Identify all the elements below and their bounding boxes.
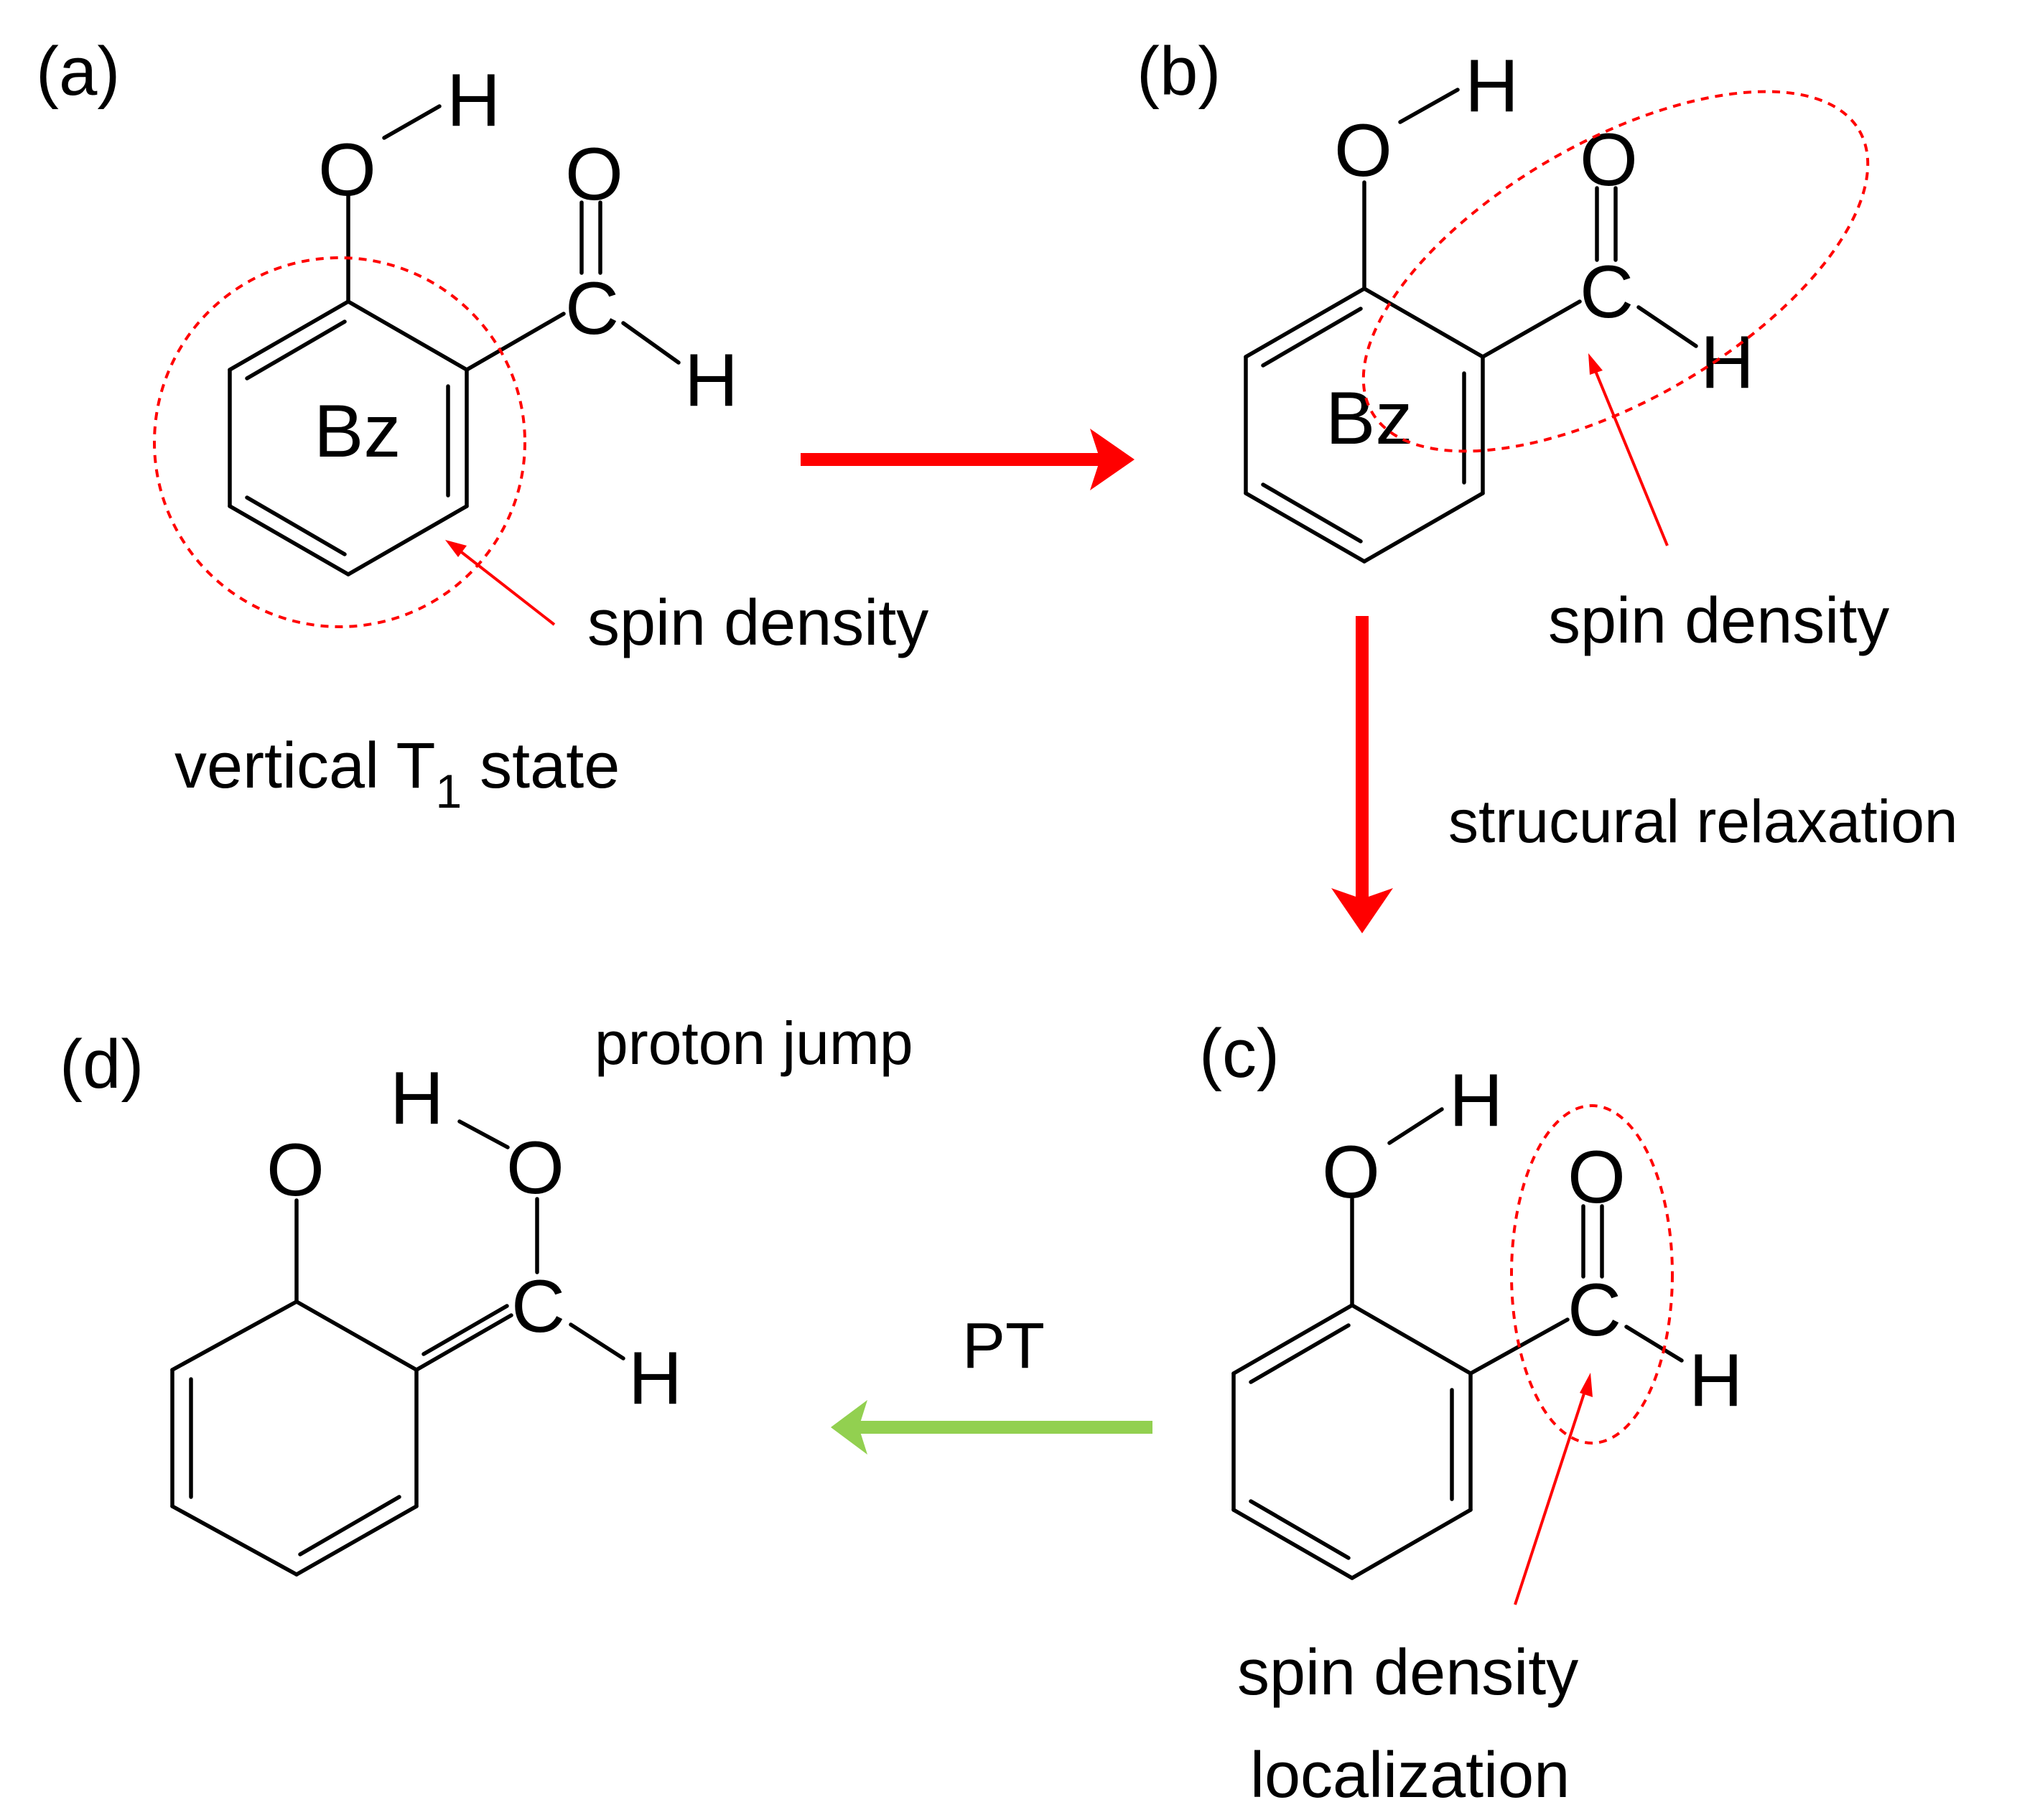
panel-c-carbonyl-oxygen-atom: O bbox=[1568, 1136, 1626, 1219]
panel-a-label: (a) bbox=[36, 33, 120, 110]
panel-d: (d) proton jump O C O H H bbox=[60, 1009, 913, 1577]
panel-d-enol-oxygen-atom: O bbox=[506, 1126, 564, 1210]
panel-b-oxygen-atom: O bbox=[1334, 109, 1392, 192]
panel-d-enol-hydrogen-atom: H bbox=[390, 1057, 444, 1140]
panel-b-spin-density-region bbox=[1361, 90, 1870, 453]
panel-d-keto-group: O bbox=[266, 1129, 325, 1304]
panel-d-enol-group: C O H H bbox=[390, 1057, 682, 1420]
panel-a-spin-density-region bbox=[153, 256, 526, 628]
panel-a-spin-density-pointer bbox=[445, 540, 556, 626]
panel-b-label: (b) bbox=[1137, 33, 1221, 110]
panel-c-aldehyde-group: C O H bbox=[1468, 1136, 1743, 1422]
panel-a-aldehyde-group: C O H bbox=[465, 133, 738, 422]
panel-b-benzene-ring bbox=[1244, 286, 1485, 564]
panel-a-carbonyl-oxygen-atom: O bbox=[565, 133, 623, 216]
panel-c-hydroxyl-group: O H bbox=[1322, 1059, 1503, 1307]
panel-b-hydrogen-atom: H bbox=[1465, 45, 1519, 128]
panel-a-hydroxyl-group: O H bbox=[318, 59, 500, 304]
panel-a-benzene-ring bbox=[228, 299, 469, 577]
panel-c-oxygen-atom: O bbox=[1322, 1131, 1380, 1214]
proton-transfer-label: PT bbox=[962, 1310, 1045, 1382]
structural-relaxation-label: strucural relaxation bbox=[1448, 788, 1958, 855]
panel-b-spin-density-pointer bbox=[1588, 353, 1669, 546]
panel-a-hydrogen-atom: H bbox=[447, 59, 500, 142]
panel-d-carbon-atom: C bbox=[511, 1265, 565, 1348]
panel-c-localization-label: localization bbox=[1250, 1740, 1570, 1811]
arrow-c-to-d bbox=[831, 1400, 1152, 1455]
panel-b-aldehyde-hydrogen-atom: H bbox=[1700, 321, 1754, 404]
panel-b: (b) Bz O H C O H bbox=[1137, 33, 1889, 657]
panel-b-carbonyl-oxygen-atom: O bbox=[1580, 118, 1638, 202]
panel-c-benzene-ring bbox=[1231, 1303, 1473, 1580]
proton-jump-label: proton jump bbox=[595, 1009, 913, 1077]
panel-c: (c) O H C O H bbox=[1199, 1015, 1743, 1811]
panel-b-hydroxyl-group: O H bbox=[1334, 45, 1519, 291]
panel-a-aldehyde-hydrogen-atom: H bbox=[684, 339, 738, 422]
panel-c-aldehyde-hydrogen-atom: H bbox=[1689, 1339, 1743, 1422]
panel-c-hydrogen-atom: H bbox=[1449, 1059, 1503, 1142]
panel-c-label: (c) bbox=[1199, 1015, 1280, 1092]
panel-d-quinoid-ring bbox=[170, 1299, 419, 1577]
panel-a-state-label: vertical T1 state bbox=[174, 730, 620, 818]
panel-b-ring-label: Bz bbox=[1326, 377, 1412, 460]
panel-c-carbon-atom: C bbox=[1568, 1269, 1621, 1352]
arrow-a-to-b bbox=[801, 429, 1135, 490]
panel-b-aldehyde-group: C O H bbox=[1481, 118, 1754, 404]
arrow-b-to-c bbox=[1331, 616, 1393, 933]
panel-b-spin-density-label: spin density bbox=[1548, 585, 1889, 657]
panel-a-ring-label: Bz bbox=[314, 390, 401, 473]
panel-a-carbon-atom: C bbox=[565, 267, 619, 350]
panel-a-spin-density-label: spin density bbox=[587, 587, 928, 659]
panel-c-spin-density-region bbox=[1510, 1104, 1674, 1445]
panel-a: (a) Bz O H C O H bbox=[36, 33, 928, 818]
panel-d-keto-oxygen-atom: O bbox=[266, 1129, 325, 1212]
panel-c-spin-density-label: spin density bbox=[1237, 1637, 1578, 1709]
panel-b-carbon-atom: C bbox=[1580, 251, 1634, 334]
panel-a-oxygen-atom: O bbox=[318, 129, 376, 212]
panel-d-aldehyde-hydrogen-atom: H bbox=[628, 1337, 682, 1420]
panel-d-label: (d) bbox=[60, 1026, 144, 1103]
panel-c-spin-density-pointer bbox=[1514, 1373, 1593, 1605]
